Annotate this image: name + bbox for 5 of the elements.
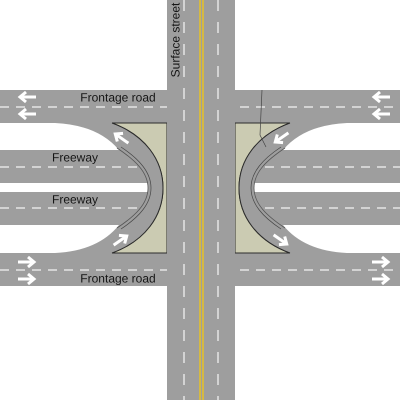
road-name-label: Frontage road [80, 91, 156, 105]
road-name-label: Frontage road [80, 272, 156, 286]
road-name-label: Freeway [52, 193, 98, 207]
road-name-label: Freeway [52, 151, 98, 165]
road-name-label: Surface street [169, 2, 183, 78]
